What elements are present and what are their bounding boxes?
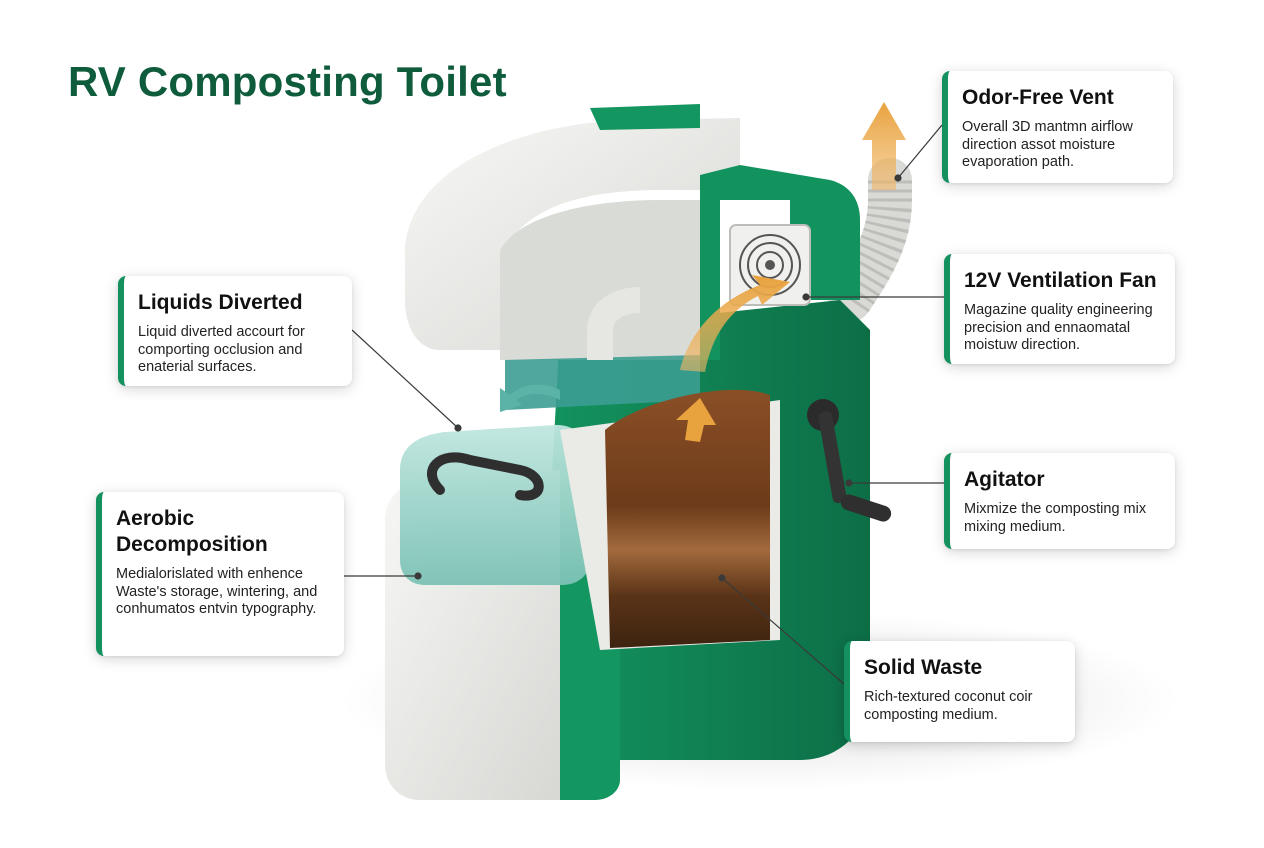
coir-airflow-arrow bbox=[676, 398, 716, 442]
vent-airflow-arrow bbox=[862, 102, 906, 190]
callout-liquids-diverted: Liquids Diverted Liquid diverted accourt… bbox=[118, 276, 352, 386]
callout-body: Mixmize the composting mix mixing medium… bbox=[964, 501, 1147, 535]
liquid-tank-shape bbox=[400, 424, 590, 585]
callout-body: Overall 3D mantmn airflow direction asso… bbox=[962, 119, 1133, 170]
callout-body: Magazine quality engineering precision a… bbox=[964, 302, 1153, 353]
callout-aerobic-decomposition: Aerobic Decomposition Medialorislated wi… bbox=[96, 492, 344, 656]
agitator-crank-shape bbox=[807, 399, 892, 522]
bowl-inner bbox=[500, 200, 700, 360]
leader-line-solid bbox=[721, 577, 845, 685]
callout-title: 12V Ventilation Fan bbox=[964, 269, 1157, 292]
callout-solid-waste: Solid Waste Rich-textured coconut coir c… bbox=[844, 641, 1075, 742]
callout-ventilation-fan: 12V Ventilation Fan Magazine quality eng… bbox=[944, 254, 1175, 364]
callout-title: Solid Waste bbox=[864, 656, 983, 679]
callout-title: Aerobic Decomposition bbox=[116, 507, 268, 556]
callout-body: Liquid diverted accourt for comporting o… bbox=[138, 324, 305, 375]
upper-green-wall bbox=[700, 165, 860, 360]
pipe-elbow bbox=[587, 287, 641, 360]
callout-agitator: Agitator Mixmize the composting mix mixi… bbox=[944, 453, 1175, 549]
toilet-seat-shape bbox=[404, 118, 740, 350]
callout-title: Agitator bbox=[964, 468, 1045, 491]
seat-hinge-green bbox=[590, 104, 700, 130]
leader-line-vent bbox=[897, 124, 943, 179]
leader-line-liquids bbox=[351, 329, 459, 429]
liquid-flow-arrow bbox=[500, 384, 560, 412]
tank-handle-shape bbox=[427, 452, 544, 501]
leader-lines bbox=[344, 124, 944, 685]
callout-title: Odor-Free Vent bbox=[962, 86, 1114, 109]
fan-airflow-arrow bbox=[680, 275, 790, 372]
ventilation-fan-shape bbox=[729, 224, 811, 306]
callout-title: Liquids Diverted bbox=[138, 291, 303, 314]
callout-body: Medialorislated with enhence Waste's sto… bbox=[116, 566, 318, 617]
callout-odor-free-vent: Odor-Free Vent Overall 3D mantmn airflow… bbox=[942, 71, 1173, 183]
callout-body: Rich-textured coconut coir composting me… bbox=[864, 689, 1033, 723]
page-title: RV Composting Toilet bbox=[68, 58, 507, 105]
